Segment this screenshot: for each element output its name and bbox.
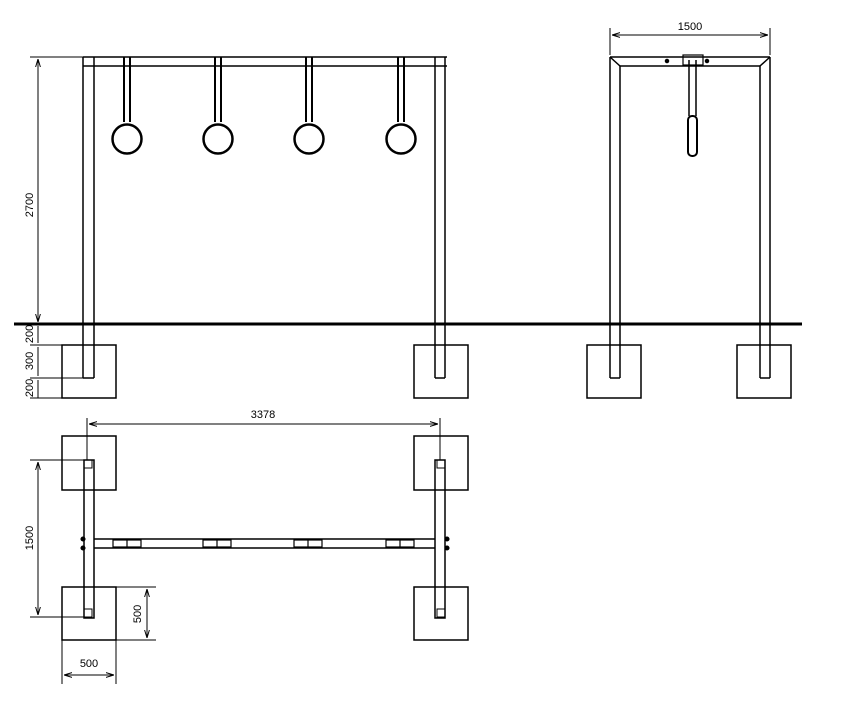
side-width-dimension — [609, 28, 771, 55]
dim-plan-length: 3378 — [251, 409, 275, 421]
plan-length-dimension — [86, 418, 441, 460]
plan-view — [30, 418, 469, 684]
side-view — [586, 28, 792, 399]
front-height-dimension — [30, 56, 83, 399]
dim-front-footing-depth: 300 — [24, 352, 36, 370]
plan-footing-top-right — [413, 435, 469, 491]
footing-width-dimension — [61, 640, 117, 684]
front-post-right — [434, 57, 446, 379]
front-post-left — [82, 57, 95, 379]
dim-side-width: 1500 — [678, 21, 702, 33]
front-footing-left — [61, 344, 117, 399]
plan-rail-right — [434, 459, 446, 619]
front-top-beam — [83, 56, 447, 67]
dim-footing-depth: 500 — [132, 605, 144, 623]
footing-depth-dimension — [116, 586, 156, 641]
plan-ring-mount-2 — [202, 539, 232, 548]
dim-front-height: 2700 — [24, 193, 36, 217]
gym-ring-1 — [111, 57, 143, 155]
plan-ring-mount-1 — [112, 539, 142, 548]
side-ring — [664, 54, 710, 157]
plan-width-dimension — [30, 459, 84, 618]
dim-footing-width: 500 — [80, 658, 98, 670]
dim-plan-width: 1500 — [24, 526, 36, 550]
front-view — [14, 56, 802, 399]
side-frame-outer — [609, 56, 771, 378]
plan-footing-top-left — [61, 435, 117, 491]
side-frame-inner — [609, 56, 771, 379]
gym-ring-2 — [202, 57, 234, 155]
side-footing-right — [736, 344, 792, 399]
plan-ring-mount-4 — [385, 539, 415, 548]
gym-ring-4 — [385, 57, 417, 155]
plan-footing-bottom-right — [413, 586, 469, 641]
side-footing-left — [586, 344, 642, 399]
dim-front-above-ground: 200 — [24, 325, 36, 343]
front-footing-right — [413, 344, 469, 399]
plan-cross-beam — [80, 536, 450, 551]
plan-ring-mount-3 — [293, 539, 323, 548]
dim-front-below-footing: 200 — [24, 379, 36, 397]
plan-footing-bottom-left — [61, 586, 117, 641]
gym-ring-3 — [293, 57, 325, 155]
